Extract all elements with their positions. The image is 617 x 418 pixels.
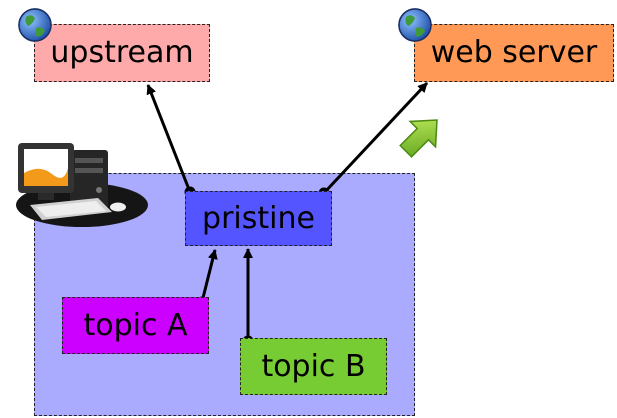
desktop-computer-icon [16, 143, 148, 227]
pristine-node: pristine [185, 191, 332, 246]
arrow-topic-b-to-pristine [242, 248, 254, 347]
topic-b-label: topic B [261, 348, 366, 384]
upstream-label: upstream [50, 35, 194, 70]
topic-a-node: topic A [62, 297, 209, 354]
web-server-node: web server [414, 24, 614, 82]
web-server-label: web server [430, 35, 598, 70]
upstream-node: upstream [34, 24, 210, 82]
green-arrow-icon [399, 119, 438, 158]
arrow-pristine-to-upstream [146, 84, 196, 198]
topic-a-label: topic A [83, 307, 188, 343]
topic-b-node: topic B [240, 338, 387, 395]
pristine-label: pristine [202, 200, 315, 236]
